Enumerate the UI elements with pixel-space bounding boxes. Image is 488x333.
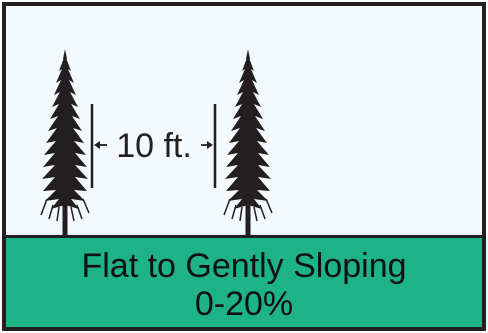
slope-range-label: 0-20%	[194, 285, 294, 323]
diagram-frame: 10 ft. Flat to Gently Sloping 0-20%	[2, 2, 486, 331]
tree-spacing-scene: 10 ft.	[40, 48, 273, 235]
right-arrow-icon	[201, 141, 213, 149]
left-arrow-icon	[94, 141, 107, 149]
spacing-label: 10 ft.	[116, 127, 192, 165]
terrain-band: Flat to Gently Sloping 0-20%	[6, 235, 482, 327]
left-tree-icon	[40, 48, 90, 235]
right-tree-icon	[223, 48, 273, 235]
terrain-label: Flat to Gently Sloping	[81, 247, 407, 285]
